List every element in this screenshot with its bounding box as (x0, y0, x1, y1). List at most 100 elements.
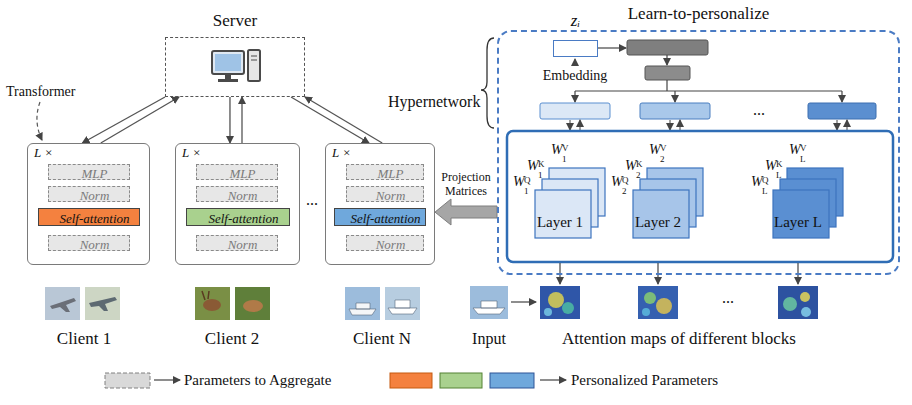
arrow (570, 120, 571, 130)
transformer-box: L ×MLPNormSelf-attentionNorm (175, 143, 300, 265)
matrix-subscript: L (762, 185, 768, 197)
matrix-symbol: W (625, 157, 637, 174)
matrix-superscript-holder: Q (622, 169, 629, 187)
monitor-stand (225, 74, 231, 79)
node-text: Norm (80, 238, 110, 252)
node-text: Learn-to-personalize (628, 4, 770, 24)
input-image (470, 286, 508, 319)
thumbnail (45, 287, 80, 320)
connector (82, 97, 165, 143)
matrix-symbol-holder: W (751, 172, 763, 190)
green-swatch (440, 373, 482, 388)
attention-map (778, 286, 818, 319)
blue-swatch (490, 373, 534, 388)
node-text: Layer 1 (537, 214, 583, 230)
mlp-block: MLP (346, 164, 424, 180)
matrix-subscript: 1 (524, 185, 529, 197)
norm-block: Norm (346, 186, 424, 202)
group-label: Hypernetwork (388, 92, 480, 111)
matrix-superscript: V (660, 142, 667, 154)
layer-stack: Layer 1 (512, 140, 608, 258)
arrow (674, 91, 675, 102)
attention-blob (656, 298, 672, 314)
embedding-box: zᵢ (553, 40, 598, 57)
deer (243, 300, 263, 312)
node-text: Self-attention (59, 212, 129, 226)
edge-label-holder: Projection Matrices (438, 170, 494, 198)
norm-block: Norm (196, 186, 278, 202)
client-label: Client N (353, 329, 411, 349)
node-text: Norm (80, 189, 110, 203)
norm-block: Norm (346, 235, 424, 251)
computer-icon (212, 50, 260, 82)
attention-blob (800, 292, 810, 302)
matrix-superscript: Q (524, 174, 531, 186)
node-text: Layer L (774, 214, 822, 230)
client-label-holder: Client 1 (57, 329, 111, 349)
norm-block: Norm (196, 235, 278, 251)
attention-map (540, 286, 580, 319)
connector (241, 97, 242, 143)
arrow (574, 91, 575, 102)
arrow (847, 120, 848, 130)
hidden-layer (627, 40, 708, 55)
arrow (666, 55, 667, 65)
attention-blob (644, 292, 656, 304)
matrix-subscript: 2 (660, 153, 665, 165)
attention-maps (470, 263, 818, 319)
matrix-symbol: W (765, 157, 777, 174)
matrix-superscript: K (636, 158, 643, 170)
attention-blob (548, 292, 564, 308)
node-text: Norm (228, 189, 258, 203)
node-text: Self-attention (350, 212, 420, 226)
matrix-superscript: K (776, 158, 783, 170)
group-label-holder: Hypernetwork (388, 92, 480, 111)
arrow (837, 120, 838, 130)
layer-stack: Layer 2 (610, 140, 706, 258)
norm-block: Norm (48, 186, 130, 202)
image-label-holder: Input (472, 329, 506, 348)
matrix-subscript: 1 (538, 169, 543, 181)
image-label: Attention maps of different blocks (562, 329, 796, 349)
matrix-symbol-holder: W (625, 156, 637, 174)
callout-label: Transformer (6, 83, 75, 100)
node-text: Norm (376, 238, 406, 252)
tower (248, 50, 260, 81)
matrix-symbol: W (649, 141, 661, 158)
attention-map (638, 286, 678, 319)
matrix-superscript-holder: V (562, 137, 569, 155)
ellipsis-holder: ... (722, 288, 734, 307)
edge-label: Projection Matrices (438, 170, 494, 198)
matrix-symbol-holder: W (551, 140, 563, 158)
antler (202, 291, 209, 300)
hypernetwork (540, 40, 876, 130)
monitor (212, 51, 244, 74)
arrow (598, 47, 626, 48)
attention-block: Self-attention (334, 208, 426, 226)
legend-holder: Parameters to Aggregate (184, 371, 331, 389)
node-text: Norm (376, 189, 406, 203)
legend-samples (105, 373, 566, 388)
client-images (45, 287, 420, 320)
monitor-base (218, 79, 238, 82)
node-text: Norm (228, 238, 258, 252)
arrow (154, 379, 180, 380)
matrix-symbol: W (513, 173, 525, 190)
matrix-subscript: 2 (636, 169, 641, 181)
arrow (670, 120, 671, 130)
matrix-symbol-holder: W (513, 172, 525, 190)
thumbnail (345, 287, 380, 320)
client-label: Client 2 (205, 329, 259, 349)
matrix-symbol: W (611, 173, 623, 190)
image-label-holder: Attention maps of different blocks (562, 329, 796, 349)
matrix-superscript: K (538, 158, 545, 170)
matrix-superscript-holder: K (776, 153, 783, 171)
matrix-symbol: W (551, 141, 563, 158)
layer-stack: Layer L (750, 140, 846, 258)
matrix-superscript-holder: K (538, 153, 545, 171)
node-text: MLP (230, 167, 256, 181)
thumbnail (235, 287, 270, 320)
leader-arrow (37, 102, 42, 140)
matrix-symbol: W (751, 173, 763, 190)
airplane (50, 298, 76, 312)
